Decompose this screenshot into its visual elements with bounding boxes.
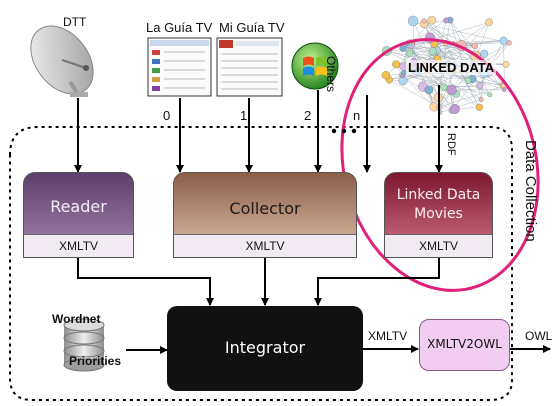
linked-movies-format: XMLTV <box>385 234 492 257</box>
linked-data-movies-box: Linked Data Movies XMLTV <box>384 172 493 258</box>
cloud-link <box>412 20 445 88</box>
cloud-link <box>451 89 505 91</box>
linked-movies-title-line1: Linked Data <box>396 187 481 203</box>
channel-n-label: n <box>353 108 361 123</box>
cloud-node <box>471 42 478 49</box>
cloud-link <box>412 20 433 43</box>
integrator-title: Integrator <box>224 338 306 357</box>
reader-format: XMLTV <box>24 234 133 257</box>
cloud-link <box>428 22 490 90</box>
collector-format: XMLTV <box>174 234 356 257</box>
priorities-label: Priorities <box>69 354 122 368</box>
channel-ellipsis-dots <box>331 128 357 134</box>
cloud-node <box>427 15 437 25</box>
cloud-node <box>502 61 510 68</box>
owl-label: OWL <box>525 329 553 343</box>
cloud-node <box>424 85 434 95</box>
cloud-link <box>408 40 504 45</box>
xmltv2owl-box: XMLTV2OWL <box>419 319 510 371</box>
cloud-node <box>485 18 493 27</box>
rdf-label: RDF <box>445 133 457 156</box>
cloud-node <box>407 15 419 27</box>
linked-movies-title-line2: Movies <box>414 206 463 222</box>
la-guia-tv-screenshot <box>147 37 212 97</box>
xmltv2owl-title: XMLTV2OWL <box>427 337 502 351</box>
cloud-node <box>499 36 508 45</box>
dtt-label: DTT <box>63 15 87 29</box>
integrator-output-label: XMLTV <box>368 329 408 343</box>
collector-title: Collector <box>229 199 301 218</box>
windows-logo-icon <box>291 42 339 90</box>
cloud-node <box>487 92 493 98</box>
cloud-node <box>446 85 457 96</box>
cloud-node <box>476 82 484 90</box>
data-collection-boundary <box>9 126 513 401</box>
cloud-link <box>423 23 505 90</box>
cloud-node <box>392 60 401 69</box>
satellite-dish-icon <box>30 25 94 97</box>
cloud-link <box>428 71 439 98</box>
cloud-node <box>464 77 472 84</box>
cloud-link <box>445 43 480 108</box>
cloud-node <box>480 49 489 58</box>
cloud-link <box>407 43 480 108</box>
channel-2-label: 2 <box>304 108 312 123</box>
integrator-box: Integrator <box>167 306 363 391</box>
cloud-node <box>449 104 460 114</box>
cloud-link <box>412 20 447 43</box>
cloud-node <box>428 47 437 56</box>
reader-box: Reader XMLTV <box>23 172 134 258</box>
collector-box: Collector XMLTV <box>173 172 357 258</box>
wordnet-label: Wordnet <box>52 312 101 326</box>
cloud-link <box>389 79 440 108</box>
cloud-link <box>386 50 482 100</box>
channel-0-label: 0 <box>163 108 171 123</box>
cloud-node <box>381 71 391 80</box>
cloud-link <box>439 99 482 113</box>
cloud-node <box>502 87 507 92</box>
cloud-node <box>443 17 449 24</box>
data-collection-label: Data Collection <box>522 140 539 242</box>
cloud-link <box>423 23 510 44</box>
cloud-node <box>475 103 483 111</box>
mi-guia-tv-screenshot <box>216 37 283 97</box>
cloud-link <box>423 20 454 44</box>
cloud-link <box>438 20 451 98</box>
cloud-node <box>399 45 407 52</box>
arrow-reader-integrator <box>77 258 214 306</box>
cloud-node <box>406 49 414 57</box>
mi-guia-tv-label: Mi Guía TV <box>219 20 285 35</box>
channel-1-label: 1 <box>240 108 248 123</box>
others-label: Others <box>324 56 338 93</box>
cloud-node <box>421 18 427 24</box>
reader-title: Reader <box>50 197 107 216</box>
connectors <box>74 85 551 354</box>
arrow-linked-integrator <box>314 258 440 306</box>
cloud-node <box>478 97 484 103</box>
database-icon <box>63 318 105 372</box>
linked-data-label: LINKED DATA <box>406 60 497 75</box>
la-guia-tv-label: La Guía TV <box>146 20 213 35</box>
